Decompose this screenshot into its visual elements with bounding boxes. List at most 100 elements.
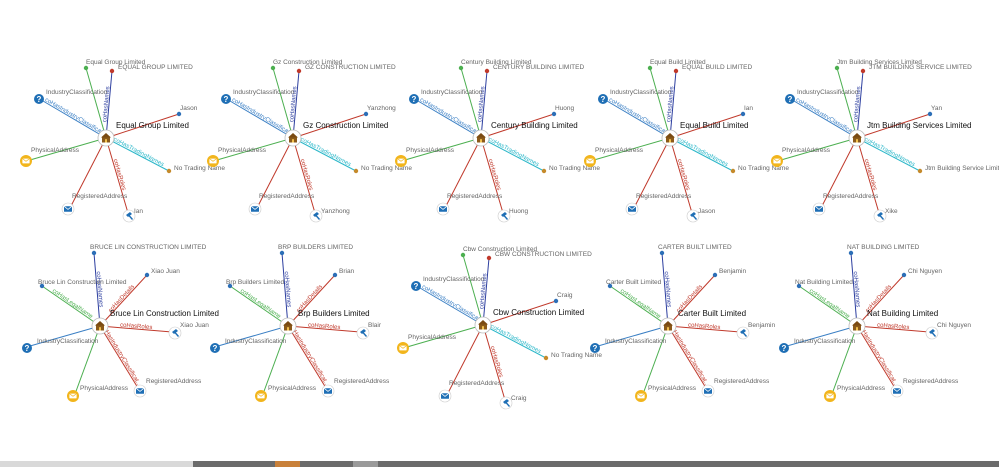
question-icon[interactable]: ? bbox=[210, 343, 220, 353]
envelope-icon[interactable] bbox=[67, 390, 79, 402]
person-top-node[interactable] bbox=[712, 272, 718, 278]
mail-icon[interactable] bbox=[436, 202, 450, 216]
gavel-icon[interactable] bbox=[686, 209, 700, 223]
edge-person-bottom bbox=[105, 137, 129, 214]
question-icon[interactable]: ? bbox=[34, 94, 44, 104]
question-icon[interactable]: ? bbox=[785, 94, 795, 104]
gavel-icon[interactable] bbox=[736, 326, 750, 340]
trading-node[interactable] bbox=[353, 168, 359, 174]
upper-name-node[interactable] bbox=[279, 250, 285, 256]
upper-name-node[interactable] bbox=[91, 250, 97, 256]
building-icon[interactable] bbox=[848, 129, 866, 147]
question-icon[interactable]: ? bbox=[22, 343, 32, 353]
legal-name-node[interactable] bbox=[83, 65, 89, 71]
edge-label-classification: coHasIndustryClassificat... bbox=[421, 284, 485, 325]
envelope-icon[interactable] bbox=[824, 390, 836, 402]
trading-node[interactable] bbox=[166, 168, 172, 174]
envelope-icon[interactable] bbox=[635, 390, 647, 402]
person-top-node[interactable] bbox=[144, 272, 150, 278]
mail-icon[interactable] bbox=[321, 384, 335, 398]
question-icon[interactable]: ? bbox=[221, 94, 231, 104]
mail-icon[interactable] bbox=[61, 202, 75, 216]
legal-name-node[interactable] bbox=[607, 283, 613, 289]
person-top-node[interactable] bbox=[927, 111, 933, 117]
edge-person-top bbox=[480, 113, 555, 139]
mail-icon[interactable] bbox=[890, 384, 904, 398]
legal-name-node[interactable] bbox=[647, 65, 653, 71]
registered-label: RegisteredAddress bbox=[903, 378, 959, 385]
edge-registered bbox=[634, 137, 671, 207]
trading-node[interactable] bbox=[730, 168, 736, 174]
mail-icon[interactable] bbox=[248, 202, 262, 216]
trading-node[interactable] bbox=[541, 168, 547, 174]
upper-name-node[interactable] bbox=[673, 68, 679, 74]
person-bottom-label: Jason bbox=[698, 208, 716, 215]
building-icon[interactable] bbox=[91, 317, 109, 335]
question-icon[interactable]: ? bbox=[409, 94, 419, 104]
question-icon[interactable]: ? bbox=[590, 343, 600, 353]
svg-text:?: ? bbox=[224, 95, 229, 104]
envelope-icon[interactable] bbox=[771, 155, 783, 167]
gavel-icon[interactable] bbox=[499, 396, 513, 410]
person-top-node[interactable] bbox=[740, 111, 746, 117]
building-icon[interactable] bbox=[279, 317, 297, 335]
registered-label: RegisteredAddress bbox=[449, 380, 505, 387]
trading-node[interactable] bbox=[917, 168, 923, 174]
mail-icon[interactable] bbox=[812, 202, 826, 216]
question-icon[interactable]: ? bbox=[779, 343, 789, 353]
trading-node[interactable] bbox=[543, 355, 549, 361]
mail-icon[interactable] bbox=[133, 384, 147, 398]
envelope-icon[interactable] bbox=[395, 155, 407, 167]
building-icon[interactable] bbox=[284, 129, 302, 147]
gavel-icon[interactable] bbox=[309, 209, 323, 223]
legal-name-node[interactable] bbox=[460, 252, 466, 258]
person-top-node[interactable] bbox=[551, 111, 557, 117]
person-top-node[interactable] bbox=[332, 272, 338, 278]
building-icon[interactable] bbox=[97, 129, 115, 147]
upper-name-node[interactable] bbox=[848, 250, 854, 256]
gavel-icon[interactable] bbox=[168, 326, 182, 340]
building-icon[interactable] bbox=[472, 129, 490, 147]
mail-icon[interactable] bbox=[701, 384, 715, 398]
upper-name-node[interactable] bbox=[109, 68, 115, 74]
building-icon[interactable] bbox=[848, 317, 866, 335]
gavel-icon[interactable] bbox=[356, 326, 370, 340]
legal-name-node[interactable] bbox=[270, 65, 276, 71]
upper-name-node[interactable] bbox=[296, 68, 302, 74]
question-icon[interactable]: ? bbox=[411, 281, 421, 291]
person-top-node[interactable] bbox=[363, 111, 369, 117]
gavel-icon[interactable] bbox=[925, 326, 939, 340]
bottom-scrollbar[interactable] bbox=[0, 461, 999, 467]
legal-name-node[interactable] bbox=[834, 65, 840, 71]
person-top-node[interactable] bbox=[553, 298, 559, 304]
legal-name-node[interactable] bbox=[796, 283, 802, 289]
person-top-node[interactable] bbox=[176, 111, 182, 117]
building-icon[interactable] bbox=[474, 316, 492, 334]
building-icon[interactable] bbox=[659, 317, 677, 335]
mail-icon[interactable] bbox=[438, 389, 452, 403]
upper-name-node[interactable] bbox=[486, 255, 492, 261]
gavel-icon[interactable] bbox=[122, 209, 136, 223]
envelope-icon[interactable] bbox=[584, 155, 596, 167]
question-icon[interactable]: ? bbox=[598, 94, 608, 104]
envelope-icon[interactable] bbox=[397, 342, 409, 354]
upper-name-node[interactable] bbox=[484, 68, 490, 74]
envelope-icon[interactable] bbox=[207, 155, 219, 167]
person-top-node[interactable] bbox=[901, 272, 907, 278]
envelope-icon[interactable] bbox=[20, 155, 32, 167]
gavel-icon[interactable] bbox=[497, 209, 511, 223]
legal-name-node[interactable] bbox=[227, 283, 233, 289]
mail-icon[interactable] bbox=[625, 202, 639, 216]
building-icon[interactable] bbox=[661, 129, 679, 147]
company-graph: coHasIndustryClassificat...coHasNamescoH… bbox=[395, 59, 600, 223]
scrollbar-thumb[interactable] bbox=[275, 461, 300, 467]
legal-name-node[interactable] bbox=[458, 65, 464, 71]
upper-name-node[interactable] bbox=[860, 68, 866, 74]
classification-label: IndustryClassification bbox=[37, 338, 99, 345]
envelope-icon[interactable] bbox=[255, 390, 267, 402]
physical-label: PhysicalAddress bbox=[268, 385, 317, 392]
upper-name-node[interactable] bbox=[659, 250, 665, 256]
legal-name-node[interactable] bbox=[39, 283, 45, 289]
gavel-icon[interactable] bbox=[873, 209, 887, 223]
